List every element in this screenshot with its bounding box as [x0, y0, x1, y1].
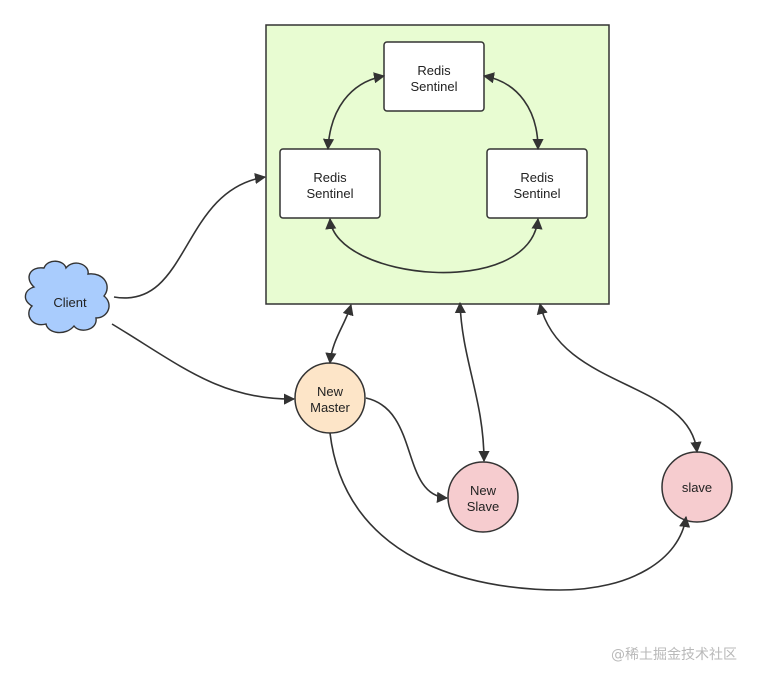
sentinel-top: Redis Sentinel — [383, 41, 485, 112]
new-slave-line1: New — [470, 483, 497, 498]
arrow-left-right — [325, 217, 543, 274]
new-master-line1: New — [317, 384, 344, 399]
arrow-master-to-slave — [329, 432, 691, 591]
sentinel-right-line1: Redis — [520, 170, 554, 185]
arrow-master-sentinels — [325, 303, 354, 365]
sentinel-left: Redis Sentinel — [279, 148, 381, 219]
sentinel-top-line1: Redis — [417, 63, 451, 78]
watermark: @稀土掘金技术社区 — [611, 647, 737, 663]
sentinel-top-line2: Sentinel — [411, 79, 458, 94]
slave-label: slave — [682, 480, 712, 495]
client-label: Client — [53, 295, 87, 310]
arrow-top-left — [322, 72, 386, 151]
arrow-newslave-sentinels — [454, 301, 490, 463]
new-slave-node: New Slave — [447, 461, 519, 533]
sentinel-left-line1: Redis — [313, 170, 347, 185]
arrow-client-to-sentinels — [113, 173, 267, 299]
new-master-line2: Master — [310, 400, 350, 415]
arrow-client-to-master — [111, 323, 296, 405]
new-slave-line2: Slave — [467, 499, 500, 514]
sentinel-right: Redis Sentinel — [486, 148, 588, 219]
arrow-top-right — [482, 72, 544, 151]
arrow-slave-sentinels — [536, 302, 702, 454]
sentinel-right-line2: Sentinel — [514, 186, 561, 201]
sentinel-left-line2: Sentinel — [307, 186, 354, 201]
slave-node: slave — [661, 451, 733, 523]
new-master-node: New Master — [294, 362, 366, 434]
arrow-master-to-newslave — [365, 397, 449, 503]
client-node: Client — [24, 260, 110, 334]
